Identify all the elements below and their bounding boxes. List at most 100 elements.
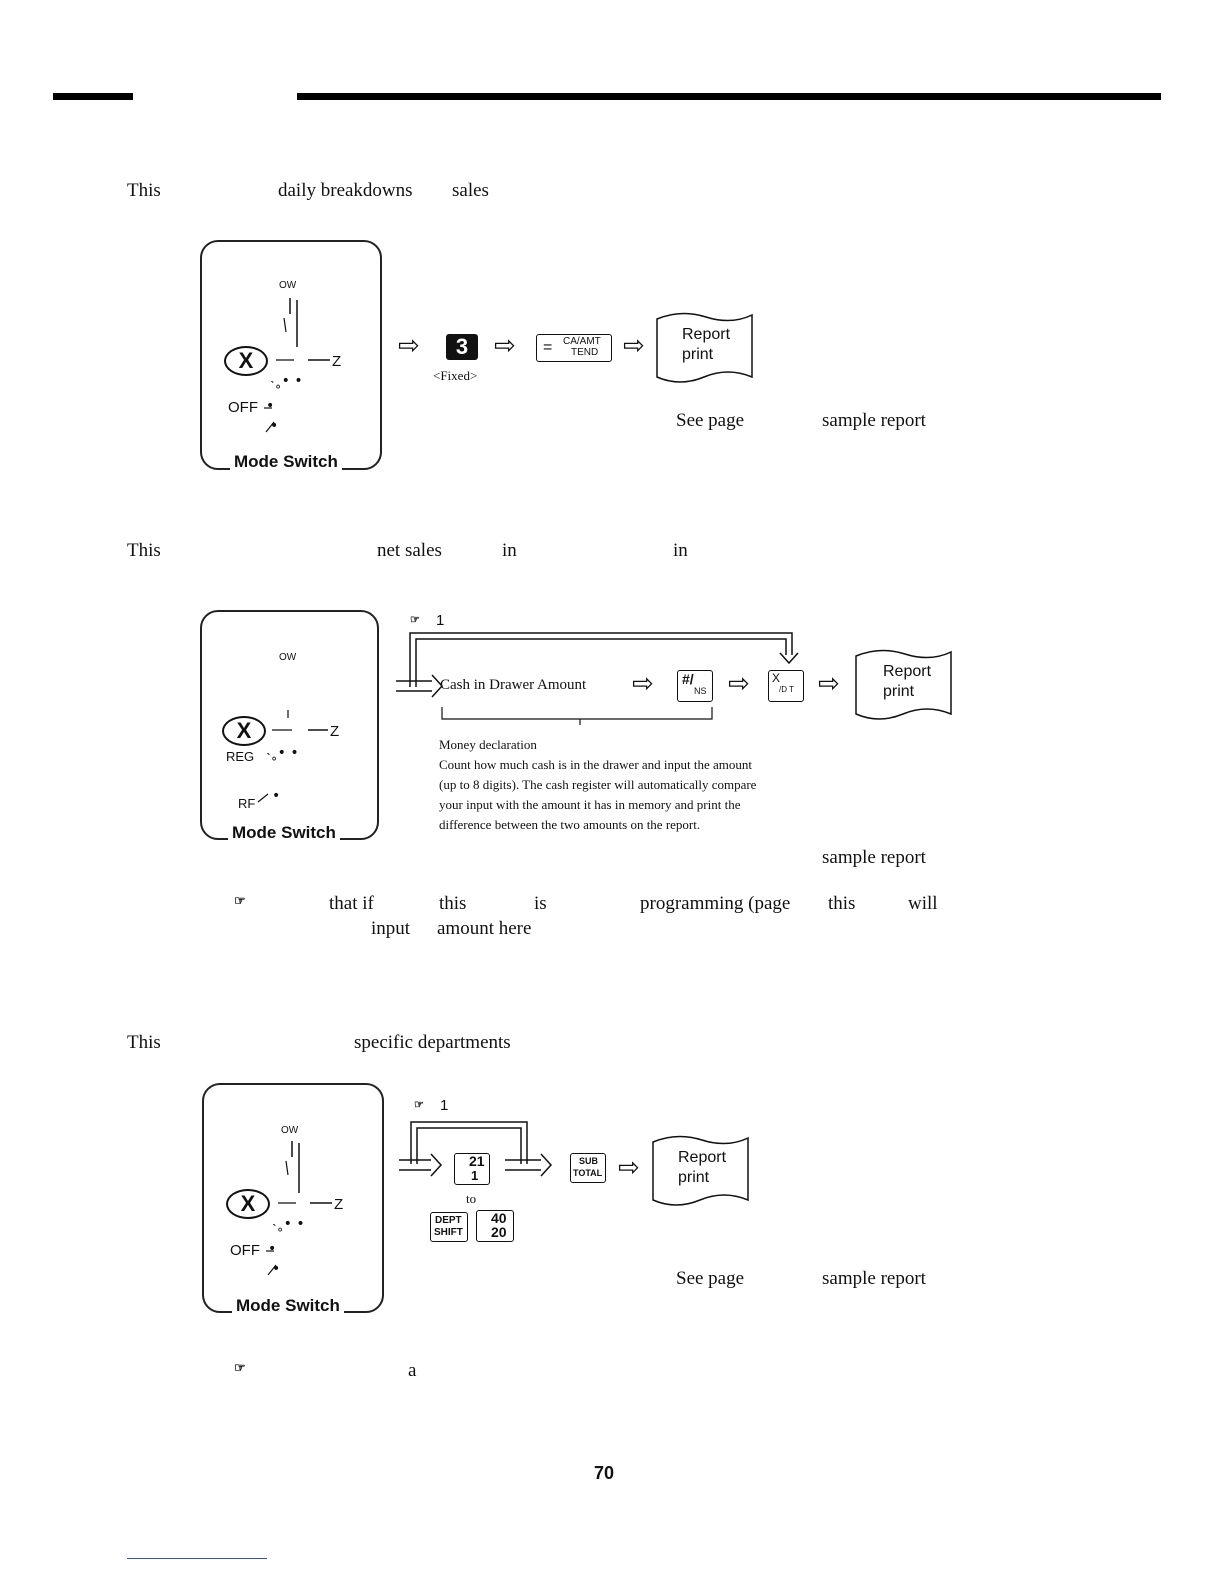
s2-pos-rf: RF <box>238 796 256 811</box>
s2-money-line-1: Count how much cash is in the drawer and… <box>439 757 753 772</box>
s3-report-paper-icon <box>652 1135 749 1206</box>
header-rule-right <box>297 93 1161 100</box>
s2-report-print: Report print <box>855 648 953 722</box>
s3-note-icon: ☞ <box>414 1099 424 1111</box>
s1-arrow-3-icon: ⇨ <box>623 331 645 361</box>
s2-sample-report: sample report <box>822 847 926 868</box>
s2-intro-b: net sales <box>377 540 442 561</box>
s2-money-line-4: difference between the two amounts on th… <box>439 817 701 832</box>
s1-key-3: 3 <box>446 334 478 360</box>
s3-position-dots-icon: ˴˳• • <box>272 1216 305 1232</box>
s2-key-x-top: X <box>772 671 781 685</box>
s1-mode-switch: OW X Z ˴˳• • OFF • • Mode Switch <box>200 240 382 472</box>
s2-key-ns-bottom: NS <box>694 686 707 696</box>
s2-pos-z: Z <box>330 723 340 740</box>
s1-switch-lines <box>264 298 330 433</box>
s2-mode-switch-label: Mode Switch <box>228 823 340 843</box>
s1-pos-off: OFF <box>228 399 258 416</box>
s1-key-ca-line1: CA/AMT <box>563 336 601 347</box>
s1-intro-a: This <box>127 180 161 201</box>
s3-arrow-1-icon: ⇨ <box>618 1153 640 1183</box>
s3-key-sub-bottom: TOTAL <box>573 1168 603 1178</box>
s2-note-hand-icon: ☞ <box>234 893 246 908</box>
s2-note-d: programming (page <box>640 893 791 914</box>
s2-note-b: this <box>439 893 467 914</box>
s2-x-position-icon: X <box>222 716 266 746</box>
s2-note-g: input <box>371 918 411 939</box>
s3-note-marker: 1 <box>440 1097 449 1114</box>
s3-off-dot-icon: • <box>268 1241 277 1257</box>
header-rule-left <box>53 93 133 100</box>
s1-pos-ow: OW <box>279 280 297 291</box>
s2-note-a: that if <box>329 893 374 914</box>
s2-intro-a: This <box>127 540 161 561</box>
s3-key-department-2: 40 20 <box>476 1210 514 1242</box>
s2-report-line1: Report <box>883 663 932 680</box>
s3-key-department: 21 1 <box>454 1153 490 1185</box>
s3-key-dept-top: 21 <box>469 1153 485 1169</box>
s1-bottom-dot-icon: • <box>270 418 279 434</box>
s3-note-hand-icon: ☞ <box>234 1360 246 1375</box>
s1-intro-c: sales <box>452 180 489 201</box>
s2-key-x-date-time: X /D T <box>768 670 804 702</box>
s3-sample-report: sample report <box>822 1268 926 1289</box>
s1-pos-z: Z <box>332 353 342 370</box>
s2-note-marker: 1 <box>436 612 445 629</box>
s3-see-page: See page <box>676 1268 745 1289</box>
s3-mode-switch-label: Mode Switch <box>232 1296 344 1316</box>
s1-off-dot-icon: • <box>266 398 275 414</box>
s3-switch-lines <box>266 1141 332 1276</box>
s2-mode-switch: OW X Z REG ˴˳• • RF • Mode Switch <box>200 610 379 843</box>
s1-key-ca-line2: TEND <box>571 347 599 358</box>
s3-pos-ow: OW <box>281 1125 299 1136</box>
s2-report-line2: print <box>883 683 915 700</box>
s1-report-line2: print <box>682 346 714 363</box>
s1-fixed-label: <Fixed> <box>433 368 478 383</box>
s2-report-paper-icon <box>855 649 952 720</box>
footer-rule <box>127 1558 267 1559</box>
s2-pos-ow: OW <box>279 652 297 663</box>
s3-report-print: Report print <box>652 1134 750 1208</box>
s2-note-e: this <box>828 893 856 914</box>
s3-x-position-icon: X <box>226 1189 270 1219</box>
s1-report-print: Report print <box>656 311 754 385</box>
s1-key-ca-amt-tend: = CA/AMT TEND <box>536 334 612 362</box>
s3-mode-switch: OW X Z ˴˳• • OFF • • Mode Switch <box>202 1083 384 1316</box>
s2-position-dots-icon: ˴˳• • <box>266 745 299 761</box>
s3-intro-a: This <box>127 1032 161 1053</box>
s3-pos-z: Z <box>334 1196 344 1213</box>
s3-loop-lines <box>399 1121 553 1177</box>
s1-report-paper-icon <box>656 312 753 383</box>
s2-note-f: will <box>908 893 938 914</box>
s2-key-ns-top: #/ <box>682 671 694 687</box>
s2-key-x-bottom: /D T <box>779 685 794 694</box>
s3-key-dept-shift: DEPT SHIFT <box>430 1212 468 1242</box>
s2-intro-c: in <box>502 540 517 561</box>
s2-arrow-1-icon: ⇨ <box>632 669 654 699</box>
s3-key-shift-bottom: SHIFT <box>434 1227 463 1238</box>
s3-key-sub-top: SUB <box>579 1156 599 1166</box>
s2-note-h: amount here <box>437 918 532 939</box>
s1-see-page: See page <box>676 410 745 431</box>
s3-report-line1: Report <box>678 1149 727 1166</box>
s1-report-line1: Report <box>682 326 731 343</box>
s1-x-position-icon: X <box>224 346 268 376</box>
s2-money-title: Money declaration <box>439 737 537 752</box>
s3-note-a: a <box>408 1360 417 1381</box>
s1-position-dots-icon: ˴˳• • <box>270 373 303 389</box>
s2-pos-reg: REG <box>226 749 255 764</box>
s1-intro-b: daily breakdowns <box>278 180 413 201</box>
s2-money-line-3: your input with the amount it has in mem… <box>439 797 741 812</box>
s1-arrow-1-icon: ⇨ <box>398 331 420 361</box>
s3-key-dept-bottom: 1 <box>471 1168 479 1183</box>
s2-money-line-2: (up to 8 digits). The cash register will… <box>439 777 757 792</box>
page-number: 70 <box>594 1463 615 1483</box>
s2-note-icon: ☞ <box>410 614 420 626</box>
s1-mode-switch-label: Mode Switch <box>230 452 342 472</box>
s3-intro-b: specific departments <box>354 1032 511 1053</box>
s3-to-label: to <box>466 1191 477 1206</box>
s3-key-subtotal: SUB TOTAL <box>570 1153 606 1183</box>
s2-arrow-2-icon: ⇨ <box>728 669 750 699</box>
s2-intro-d: in <box>673 540 688 561</box>
s3-key-dept2-bottom: 20 <box>491 1224 507 1240</box>
